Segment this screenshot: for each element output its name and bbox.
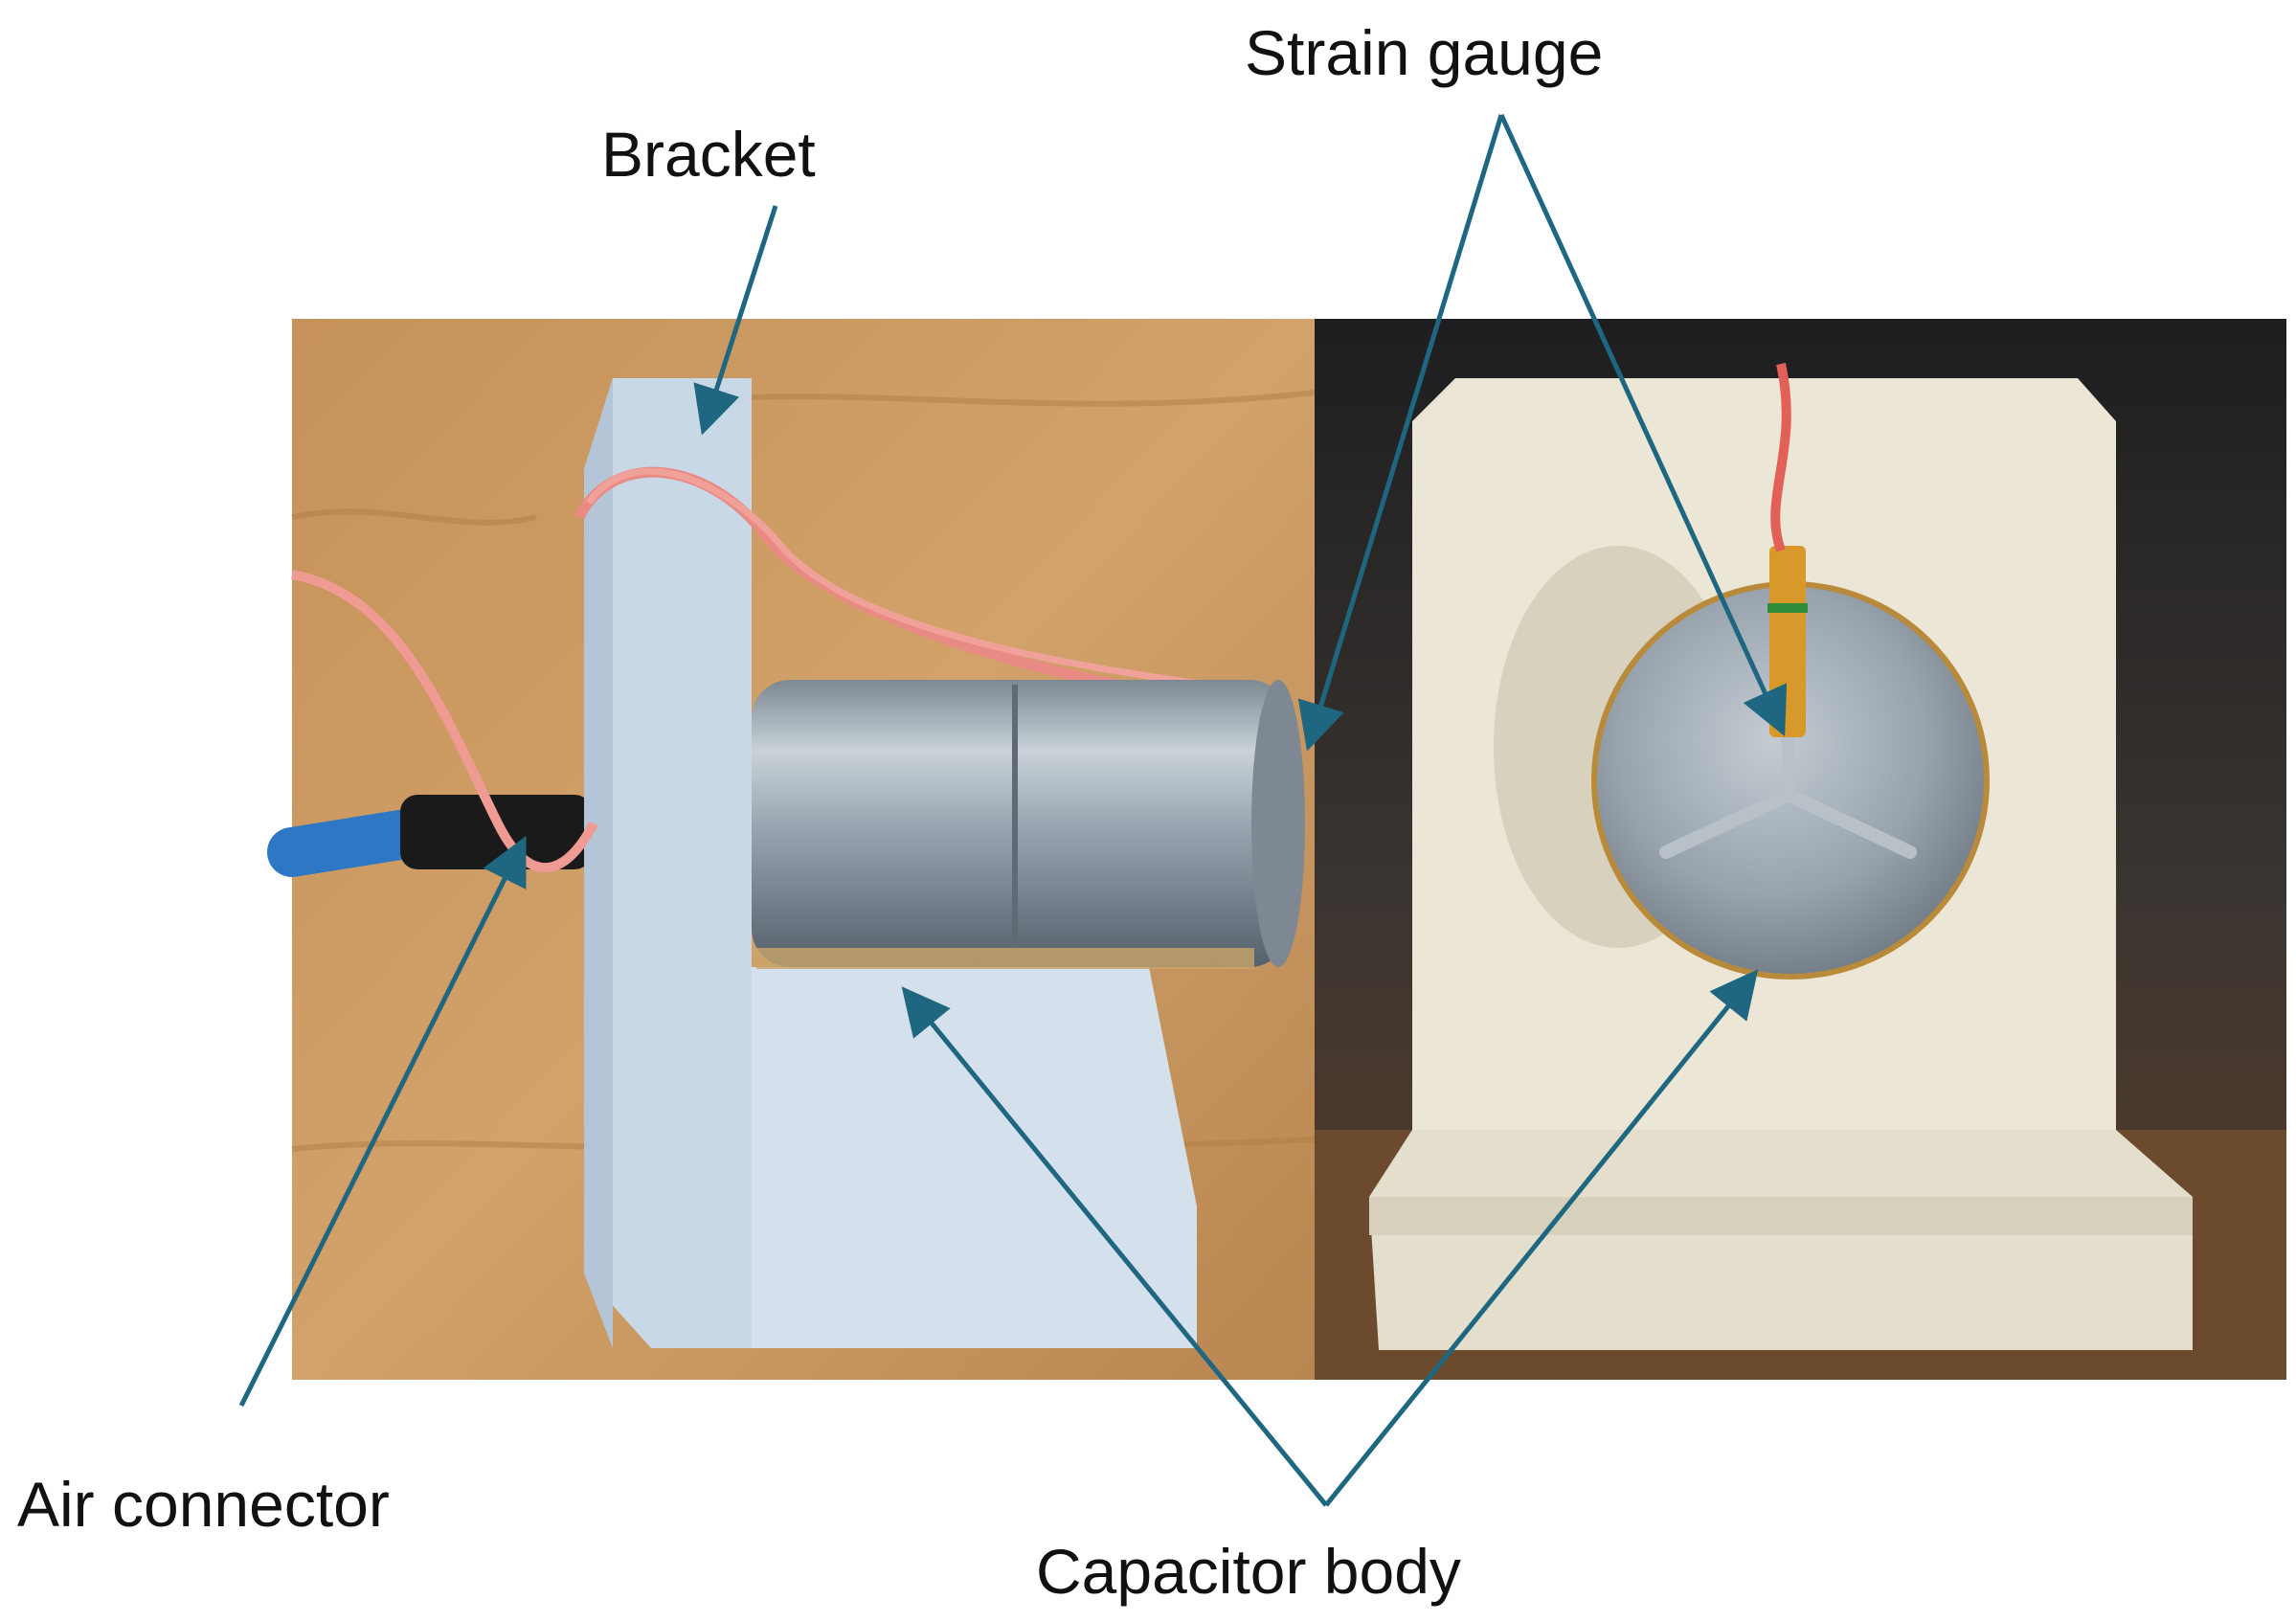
label-bracket: Bracket bbox=[601, 119, 816, 190]
arrow-capacitor-left bbox=[901, 986, 1328, 1507]
air-connector-fitting bbox=[400, 795, 592, 869]
right-photo bbox=[1315, 319, 2286, 1380]
strain-gauge-band bbox=[1767, 603, 1808, 613]
air-tube bbox=[267, 808, 437, 877]
bracket-plate-side bbox=[584, 378, 613, 1348]
label-strain-gauge: Strain gauge bbox=[1245, 17, 1604, 88]
bracket-base-edge bbox=[1369, 1197, 2193, 1235]
gauge-wire bbox=[1770, 362, 1791, 552]
cylinder-gold-band bbox=[756, 948, 1254, 969]
arrow-strain-left bbox=[1297, 114, 1504, 752]
bracket-base bbox=[651, 967, 1197, 1348]
arrow-capacitor-right bbox=[1324, 969, 1759, 1507]
label-capacitor-body: Capacitor body bbox=[1036, 1536, 1461, 1607]
cylinder-end bbox=[1251, 680, 1305, 967]
arrow-air-connector bbox=[238, 836, 527, 1408]
wire-over-bracket-2 bbox=[586, 467, 1289, 698]
label-air-connector: Air connector bbox=[17, 1469, 390, 1540]
bracket-plate bbox=[584, 378, 752, 1348]
wire-loop bbox=[291, 570, 598, 873]
arrow-bracket bbox=[693, 205, 778, 436]
bracket-base-front bbox=[1369, 1130, 2193, 1350]
arrow-strain-right bbox=[1498, 113, 1788, 737]
capacitor-cylinder bbox=[752, 680, 1288, 967]
strain-gauge-foil bbox=[1769, 546, 1806, 737]
annotation-arrows bbox=[238, 113, 1788, 1507]
left-photo bbox=[267, 319, 1316, 1380]
